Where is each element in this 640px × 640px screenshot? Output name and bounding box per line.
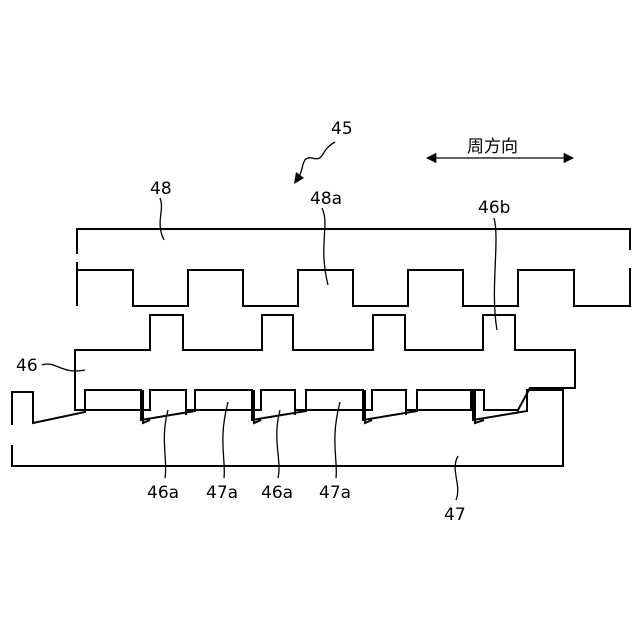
leader-46a-1 (164, 410, 168, 478)
leader-46b (494, 218, 497, 330)
leader-45-arrowhead (294, 172, 304, 184)
member-46-outline (75, 315, 575, 410)
member-48-outline (77, 229, 630, 306)
leader-48 (160, 198, 164, 240)
label-47a-2: 47a (319, 483, 351, 503)
member-47-outline (12, 390, 563, 466)
leader-48a (322, 208, 328, 285)
label-45: 45 (331, 119, 353, 139)
label-47a-1: 47a (206, 483, 238, 503)
leader-47 (455, 456, 458, 500)
label-48a: 48a (310, 189, 342, 209)
leader-46a-2 (277, 410, 280, 478)
label-46a-1: 46a (147, 483, 179, 503)
label-46b: 46b (478, 198, 510, 218)
label-47: 47 (444, 505, 466, 525)
leader-45 (297, 142, 335, 180)
label-48: 48 (150, 179, 172, 199)
label-46a-2: 46a (261, 483, 293, 503)
tooth-detail-lines (143, 390, 518, 423)
label-46: 46 (16, 356, 38, 376)
leader-46 (42, 364, 85, 371)
label-direction: 周方向 (467, 137, 518, 157)
